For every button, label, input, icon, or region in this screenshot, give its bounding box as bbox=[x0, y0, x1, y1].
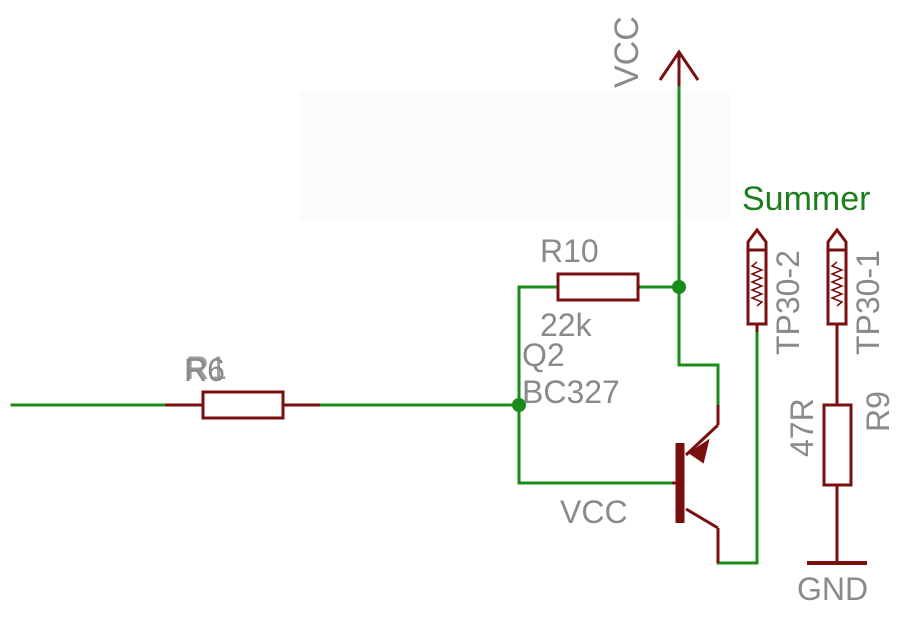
transistor-emitter-arrow bbox=[688, 438, 710, 464]
r9-value-label: 47R bbox=[784, 398, 820, 457]
r10-value-label: 22k bbox=[540, 307, 593, 343]
background-ghost-frame bbox=[300, 92, 730, 220]
vcc-emitter-label: VCC bbox=[560, 494, 628, 530]
parts bbox=[165, 49, 867, 565]
q2-value-label: BC327 bbox=[522, 374, 620, 410]
vcc-top-label: VCC bbox=[608, 16, 646, 88]
r6-overlap-label: R1 bbox=[186, 350, 227, 386]
resistor-icon[interactable] bbox=[165, 390, 320, 420]
wires bbox=[10, 80, 759, 565]
test-point-icon[interactable] bbox=[746, 227, 768, 332]
tp30-2-label: TP30-2 bbox=[770, 250, 806, 355]
net-label-summer: Summer bbox=[742, 180, 870, 218]
tp30-1-label: TP30-1 bbox=[850, 250, 886, 355]
pnp-transistor-icon[interactable] bbox=[672, 405, 720, 563]
r6-name-label: R6 bbox=[184, 352, 225, 388]
r9-name-label: R9 bbox=[860, 391, 896, 432]
r10-name-label: R10 bbox=[540, 233, 599, 269]
junction-dot-vcc bbox=[672, 280, 686, 294]
q2-name-label: Q2 bbox=[522, 337, 565, 373]
gnd-label: GND bbox=[797, 571, 868, 607]
resistor-icon[interactable] bbox=[822, 403, 853, 563]
test-point-icon[interactable] bbox=[826, 227, 848, 405]
vcc-arrow-icon bbox=[658, 49, 700, 86]
junction-dot-base bbox=[512, 398, 526, 412]
resistor-icon[interactable] bbox=[556, 272, 640, 302]
